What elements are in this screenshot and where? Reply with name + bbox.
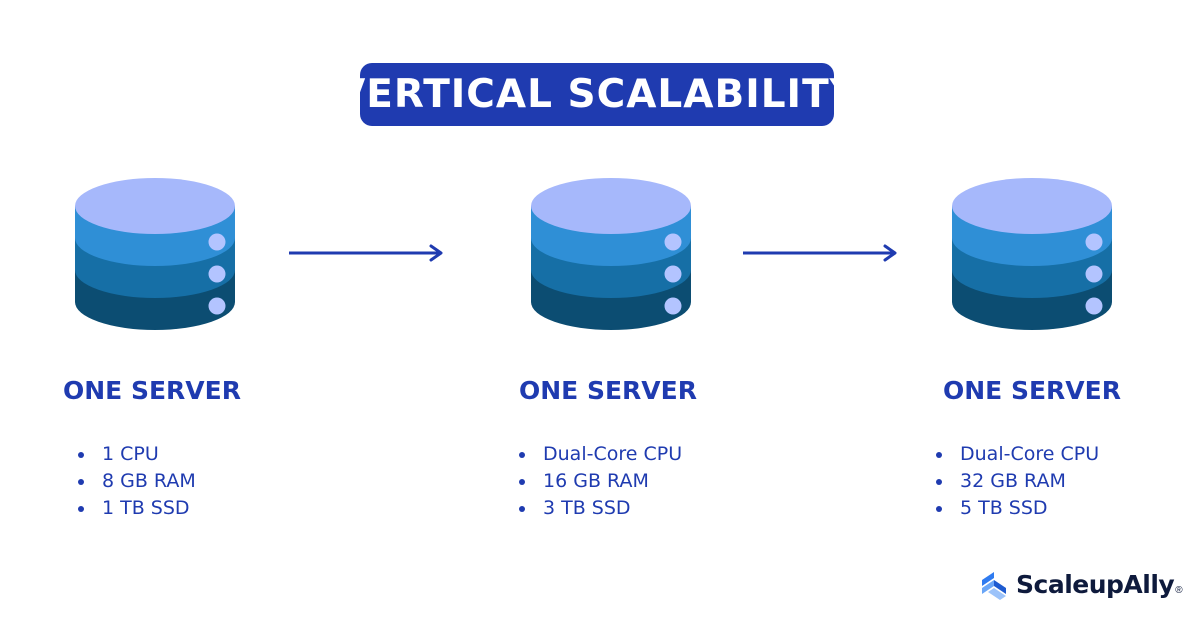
server-indicator-dot	[208, 297, 226, 315]
server-top	[531, 178, 691, 234]
spec-item: 1 TB SSD	[78, 495, 196, 522]
server-indicator-dot	[208, 265, 226, 283]
server-indicator-dot	[664, 265, 682, 283]
server-indicator-dot	[1085, 297, 1103, 315]
diagram-title: VERTICAL SCALABILITY	[335, 72, 859, 117]
registered-mark: ®	[1175, 585, 1183, 596]
server-indicator-dot	[1085, 233, 1103, 251]
brand-name: ScaleupAlly	[1016, 569, 1175, 599]
server-indicator-dot	[664, 297, 682, 315]
server-2-specs: Dual-Core CPU 16 GB RAM 3 TB SSD	[519, 441, 682, 522]
spec-item: 8 GB RAM	[78, 468, 196, 495]
server-3-database-icon	[950, 176, 1114, 338]
arrow-right-icon	[743, 243, 899, 263]
server-2-database-icon	[529, 176, 693, 338]
spec-item: Dual-Core CPU	[936, 441, 1099, 468]
server-1-specs: 1 CPU 8 GB RAM 1 TB SSD	[78, 441, 196, 522]
server-top	[952, 178, 1112, 234]
server-1-label: ONE SERVER	[63, 376, 241, 405]
server-indicator-dot	[664, 233, 682, 251]
server-3-label: ONE SERVER	[943, 376, 1121, 405]
server-1-database-icon	[73, 176, 237, 338]
spec-item: 5 TB SSD	[936, 495, 1099, 522]
server-indicator-dot	[208, 233, 226, 251]
server-3-specs: Dual-Core CPU 32 GB RAM 5 TB SSD	[936, 441, 1099, 522]
arrow-right-icon	[289, 243, 445, 263]
spec-item: Dual-Core CPU	[519, 441, 682, 468]
server-top	[75, 178, 235, 234]
spec-item: 32 GB RAM	[936, 468, 1099, 495]
spec-item: 3 TB SSD	[519, 495, 682, 522]
spec-item: 1 CPU	[78, 441, 196, 468]
scaleupally-logo-icon	[982, 572, 1006, 600]
brand-logo: ScaleupAlly ®	[978, 566, 1183, 602]
spec-item: 16 GB RAM	[519, 468, 682, 495]
title-banner: VERTICAL SCALABILITY	[335, 63, 858, 126]
server-indicator-dot	[1085, 265, 1103, 283]
server-2-label: ONE SERVER	[519, 376, 697, 405]
